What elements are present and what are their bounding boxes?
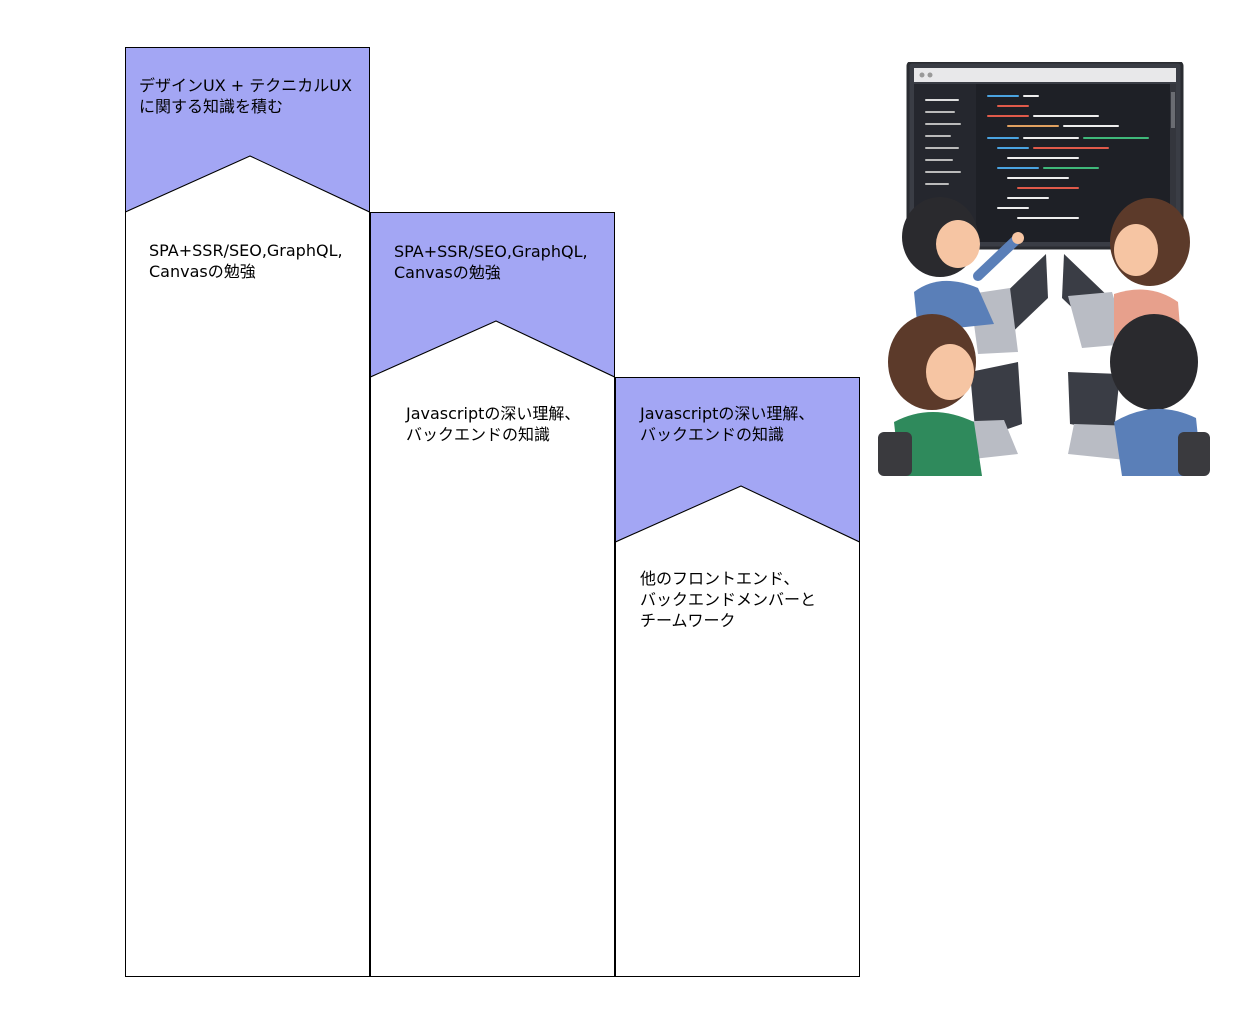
step-column-1-shape bbox=[125, 47, 370, 977]
step-3-body: 他のフロントエンド、 バックエンドメンバーと チームワーク bbox=[640, 569, 817, 630]
step-1-header: デザインUX + テクニカルUX に関する知識を積む bbox=[139, 76, 352, 116]
team-coding-illustration bbox=[878, 60, 1210, 478]
step-2-header: SPA+SSR/SEO,GraphQL, Canvasの勉強 bbox=[394, 242, 588, 282]
step-1-body: SPA+SSR/SEO,GraphQL, Canvasの勉強 bbox=[149, 241, 343, 281]
step-column-1: デザインUX + テクニカルUX に関する知識を積む SPA+SSR/SEO,G… bbox=[125, 47, 370, 977]
step-column-2-shape bbox=[370, 212, 615, 977]
step-column-2: SPA+SSR/SEO,GraphQL, Canvasの勉強 Javascrip… bbox=[370, 212, 615, 977]
team-coding-icon bbox=[878, 60, 1210, 476]
step-column-3-shape bbox=[615, 377, 860, 977]
step-3-header: Javascriptの深い理解、 バックエンドの知識 bbox=[640, 404, 815, 444]
step-2-body: Javascriptの深い理解、 バックエンドの知識 bbox=[406, 404, 581, 444]
step-column-3: Javascriptの深い理解、 バックエンドの知識 他のフロントエンド、 バッ… bbox=[615, 377, 860, 977]
